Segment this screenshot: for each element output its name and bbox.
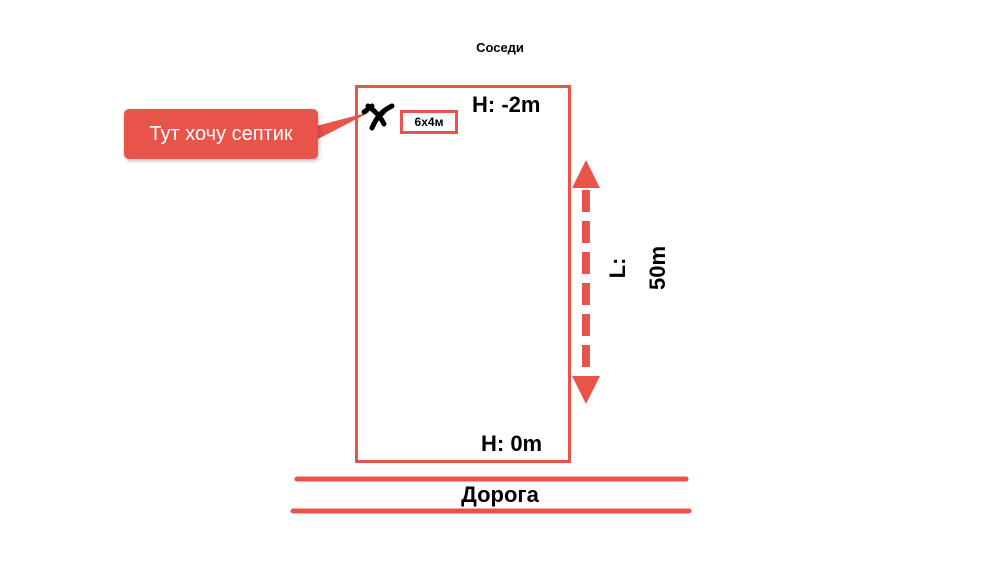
- callout-box: [124, 109, 318, 159]
- neighbors-label: Соседи: [476, 40, 524, 55]
- road-label: Дорога: [461, 482, 539, 507]
- length-arrow: [572, 160, 600, 404]
- arrow-head-up: [572, 160, 600, 188]
- land-plot: [355, 85, 571, 463]
- septic-area: 6x4м: [400, 110, 458, 134]
- length-label: L: 50m: [605, 245, 670, 291]
- callout-text: Тут хочу септик: [149, 123, 293, 145]
- height-top-label: H: -2m: [472, 92, 541, 117]
- cross-mark-icon: [361, 103, 395, 131]
- height-bottom-label: H: 0m: [481, 431, 543, 456]
- arrow-head-down: [572, 376, 600, 404]
